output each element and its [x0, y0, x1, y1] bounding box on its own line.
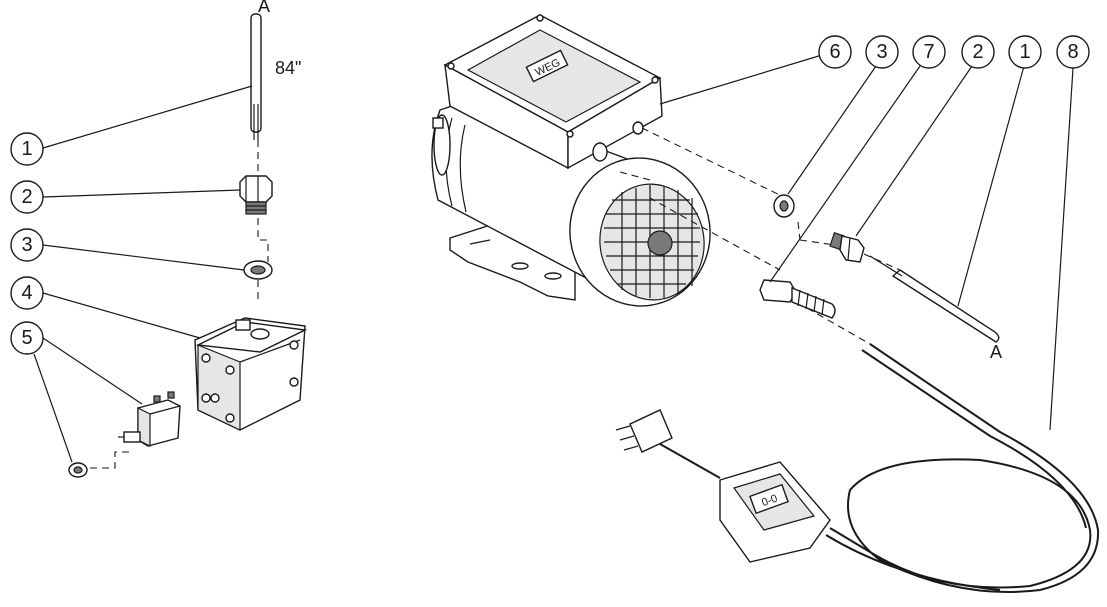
strain-relief [759, 279, 836, 319]
svg-text:1: 1 [1019, 41, 1030, 63]
power-plug [615, 409, 673, 453]
switch-nut [68, 462, 88, 478]
callout-1-left: 1 [10, 132, 44, 166]
callout-3-right: 3 [865, 35, 899, 69]
locknut-left [243, 260, 273, 280]
cord-length-note: 84" [275, 58, 301, 78]
svg-text:4: 4 [21, 282, 32, 304]
left-assembly: A 84" [10, 0, 308, 478]
cord-rod-right [869, 255, 1000, 343]
gfci-module: 0-0 [719, 461, 831, 563]
right-assembly: WEG [431, 14, 1100, 593]
cord-grip-fitting-right [829, 232, 865, 263]
connector-mark-a-right: A [990, 342, 1002, 362]
svg-text:6: 6 [829, 41, 840, 63]
svg-text:5: 5 [21, 327, 32, 349]
callout-2-left: 2 [10, 180, 44, 214]
svg-text:3: 3 [876, 41, 887, 63]
callout-5: 5 [10, 321, 44, 355]
callout-3-left: 3 [10, 228, 44, 262]
callout-2-right: 2 [961, 35, 995, 69]
switch-box [194, 317, 308, 431]
svg-text:8: 8 [1067, 41, 1078, 63]
gfci-display: 0-0 [760, 493, 779, 510]
cord-grip-fitting-left [239, 175, 273, 215]
cord-rod-left [250, 13, 262, 140]
svg-text:2: 2 [972, 41, 983, 63]
callout-4: 4 [10, 276, 44, 310]
svg-text:7: 7 [923, 41, 934, 63]
toggle-switch [118, 391, 181, 447]
callout-8: 8 [1056, 35, 1090, 69]
callout-1-right: 1 [1008, 35, 1042, 69]
svg-text:1: 1 [21, 138, 32, 160]
electric-motor: WEG [431, 14, 711, 307]
power-cord [659, 343, 1100, 593]
callout-6: 6 [818, 35, 852, 69]
locknut-right [773, 194, 795, 218]
svg-text:3: 3 [21, 234, 32, 256]
connector-mark-a-left: A [258, 0, 270, 16]
svg-text:2: 2 [21, 186, 32, 208]
callout-7: 7 [912, 35, 946, 69]
